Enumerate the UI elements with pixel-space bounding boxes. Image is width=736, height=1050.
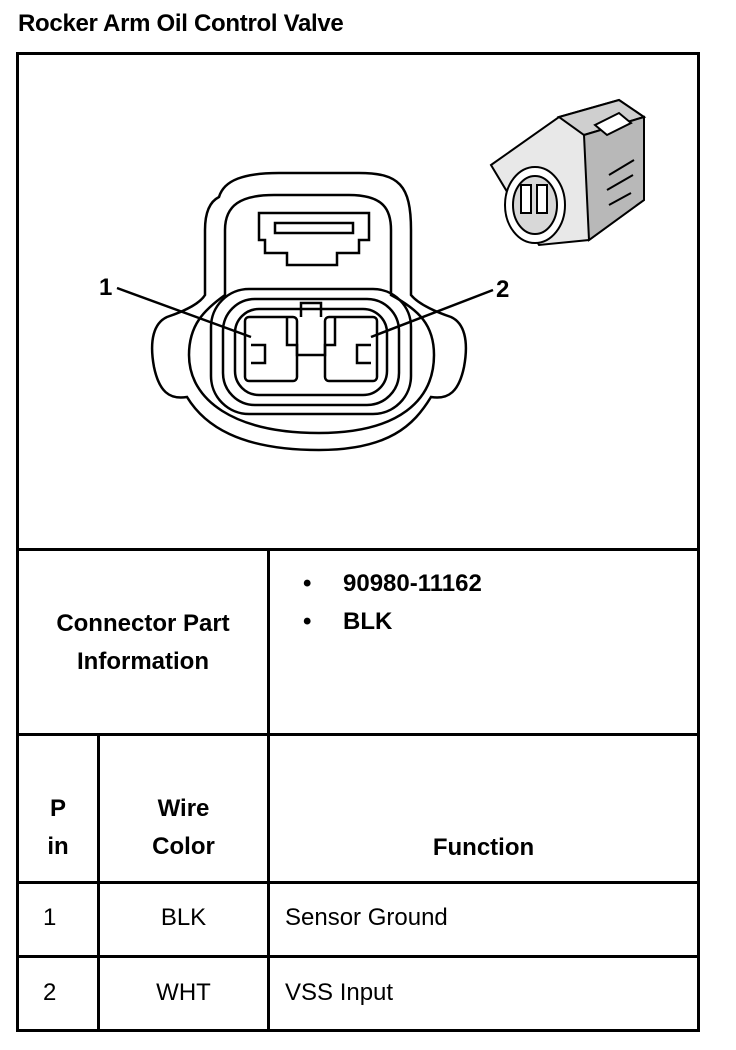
row-1-pin: 1 — [43, 904, 57, 931]
bullet-item: • 90980-11162 — [303, 570, 482, 597]
connector-inner-rim — [187, 193, 436, 435]
bullet-item: • BLK — [303, 608, 393, 635]
connector-info-label: Connector Part Information — [19, 605, 267, 681]
cavity-outline-2 — [221, 297, 401, 407]
row-1-color: BLK — [160, 904, 207, 931]
connector-info-bullets: • 90980-11162 • BLK — [287, 565, 482, 641]
page-title: Rocker Arm Oil Control Valve — [18, 10, 344, 37]
connector-outer-housing — [150, 171, 468, 452]
part-number: 90980-11162 — [343, 570, 482, 597]
header-wire-color: Wire Color — [152, 795, 215, 860]
connector-info-label-line2: Information — [77, 648, 209, 675]
row-2-function: VSS Input — [285, 979, 394, 1006]
pin-callout-1: 1 — [99, 274, 112, 301]
divider-connector-info — [19, 733, 697, 736]
row-2-pin: 2 — [43, 979, 57, 1006]
divider-row-1 — [19, 955, 697, 958]
terminal-1 — [243, 315, 299, 383]
row-1-function: Sensor Ground — [285, 904, 448, 931]
connector-color: BLK — [343, 608, 393, 635]
pin-callout-2: 2 — [496, 276, 509, 303]
latch-housing — [257, 211, 371, 267]
connector-info-label-line1: Connector Part — [56, 610, 230, 637]
connector-table-frame: 1 2 Connector Part Information • 90980-1… — [16, 52, 700, 1032]
divider-pin-column — [97, 733, 100, 1032]
cavity-outline-1 — [209, 287, 413, 416]
connector-diagram: 1 2 — [99, 98, 647, 452]
connector-3d-view — [489, 98, 647, 247]
row-2-color: WHT — [156, 979, 211, 1006]
divider-header — [19, 881, 697, 884]
header-function: Function — [432, 834, 535, 861]
header-pin: P in — [47, 795, 69, 860]
divider-label-column — [267, 548, 270, 1032]
divider-diagram — [19, 548, 697, 551]
terminal-2 — [323, 315, 379, 383]
cavity-outline-3 — [233, 307, 389, 397]
